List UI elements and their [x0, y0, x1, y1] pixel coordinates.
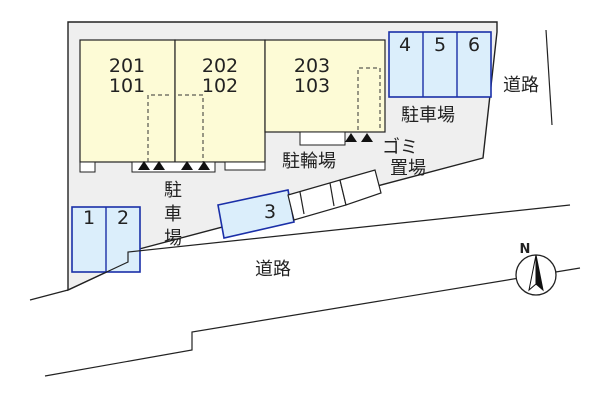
- entrance-arrows-main: [138, 161, 210, 170]
- road-edge-bottom-lower: [44, 267, 581, 377]
- porch-right: [224, 161, 266, 171]
- porch-left: [79, 161, 96, 173]
- entrance-dashed-b: [178, 94, 204, 162]
- svg-text:駐: 駐: [164, 180, 182, 201]
- building-203-103: 203 103: [264, 39, 386, 133]
- entrance-arrows-203: [345, 133, 373, 142]
- space-4-label: 4: [399, 34, 411, 56]
- compass-north-icon: N: [515, 242, 557, 296]
- building-201-101: 201 101: [79, 39, 176, 163]
- parking-label-right: 駐車場: [401, 105, 455, 126]
- parking-spaces-left: 1 2: [71, 206, 141, 273]
- bicycle-garbage-area: [287, 169, 382, 221]
- unit-201-label: 201: [109, 55, 145, 77]
- unit-102-label: 102: [202, 75, 238, 97]
- parking-space-3: 3: [217, 189, 295, 239]
- building-202-102: 202 102: [174, 39, 266, 163]
- garbage-label-line2: 置場: [390, 158, 426, 179]
- space-2-label: 2: [117, 207, 129, 229]
- porch-203: [299, 131, 346, 146]
- space-3-label: 3: [264, 201, 276, 223]
- garbage-label-line1: ゴミ: [382, 137, 418, 158]
- unit-103-label: 103: [294, 75, 330, 97]
- road-edge-right: [545, 29, 553, 126]
- space-6-label: 6: [468, 34, 480, 56]
- parking-label-left: 駐 車 場: [164, 180, 182, 249]
- road-label-right: 道路: [503, 75, 539, 96]
- parking-spaces-right: 4 5 6: [388, 31, 492, 98]
- road-edge-bottom-upper: [29, 204, 571, 301]
- bicycle-parking-label: 駐輪場: [282, 151, 336, 172]
- unit-203-label: 203: [294, 55, 330, 77]
- entrance-dashed-c: [357, 67, 381, 130]
- road-label-bottom: 道路: [255, 259, 291, 280]
- unit-101-label: 101: [109, 75, 145, 97]
- space-5-label: 5: [434, 34, 446, 56]
- space-1-label: 1: [83, 207, 95, 229]
- unit-202-label: 202: [202, 55, 238, 77]
- entrance-dashed-a: [147, 94, 172, 162]
- svg-text:場: 場: [164, 228, 182, 249]
- compass-letter: N: [520, 242, 531, 257]
- svg-text:車: 車: [164, 204, 182, 225]
